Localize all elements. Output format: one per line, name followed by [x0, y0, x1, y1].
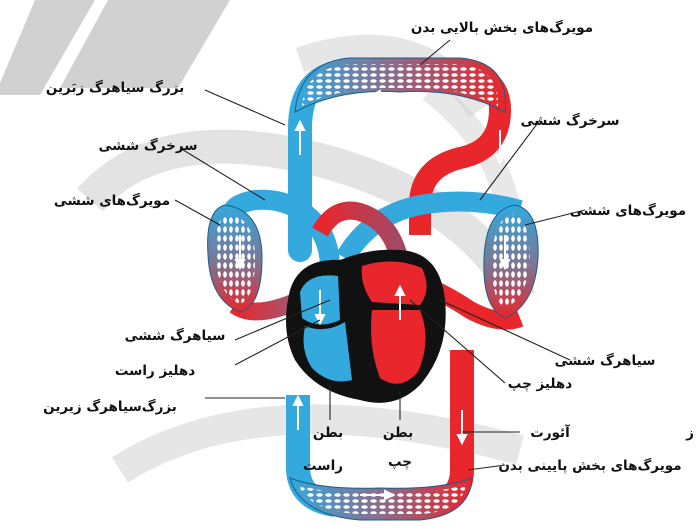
label-inferior-vena-cava: بزرگ‌سیاهرگ زیرین — [43, 399, 177, 415]
label-lung-capillaries-left: مویرگ‌های ششی — [54, 193, 170, 209]
label-right-ventricle-line2: راست — [303, 458, 343, 474]
label-pulmonary-artery-right: سرخرگ ششی — [521, 113, 620, 129]
label-left-atrium: دهلیز چپ — [508, 376, 573, 392]
label-right-ventricle-line1: بطن — [313, 425, 343, 441]
label-lung-capillaries-right: مویرگ‌های ششی — [570, 203, 686, 219]
label-left-ventricle-line1: بطن — [383, 425, 413, 441]
label-right-atrium: دهلیز راست — [115, 363, 195, 379]
label-lower-capillaries: مویرگ‌های بخش پایینی بدن — [498, 458, 681, 474]
label-aorta-fragment: ز — [685, 425, 694, 441]
label-left-ventricle-line2: چپ — [388, 454, 412, 470]
label-upper-capillaries: مویرگ‌های بخش بالایی بدن — [411, 20, 593, 36]
label-pulmonary-vein-left: سیاهرگ ششی — [125, 328, 226, 344]
label-pulmonary-artery-left: سرخرگ ششی — [99, 138, 198, 154]
label-pulmonary-vein-right: سیاهرگ ششی — [555, 353, 656, 369]
left-ventricle-chamber — [371, 310, 426, 384]
left-atrium-chamber — [362, 261, 427, 305]
heart — [286, 250, 446, 403]
label-aorta: آئورت — [530, 424, 570, 441]
label-superior-vena-cava: بزرگ سیاهرگ زبَرین — [46, 80, 184, 96]
